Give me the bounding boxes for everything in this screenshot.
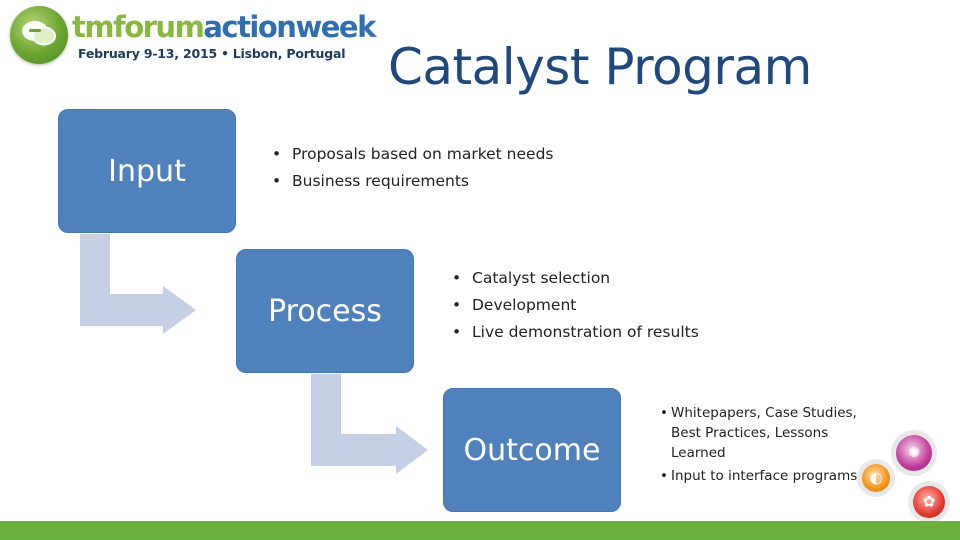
step-process-box: Process: [236, 249, 414, 373]
logo-wordmark: tmforumactionweek: [72, 10, 376, 44]
input-bullet-list: Proposals based on market needs Business…: [272, 141, 554, 195]
list-item: Development: [452, 292, 699, 319]
arrow-input-to-process: [80, 234, 196, 334]
logo-forum: forum: [113, 10, 205, 44]
logo-separator: •: [221, 46, 229, 61]
step-input-box: Input: [58, 109, 236, 233]
footer-bar: [0, 521, 960, 540]
butterfly-icon: ✿: [913, 486, 945, 518]
list-item: Whitepapers, Case Studies, Best Practice…: [660, 403, 881, 463]
sparkle-icon: ✺: [896, 435, 932, 471]
slide-title: Catalyst Program: [388, 38, 812, 96]
logo-tm: tm: [72, 10, 115, 44]
step-outcome-box: Outcome: [443, 388, 621, 512]
list-item: Proposals based on market needs: [272, 141, 554, 168]
arrow-process-to-outcome: [311, 374, 428, 474]
list-item: Live demonstration of results: [452, 319, 699, 346]
list-item: Business requirements: [272, 168, 554, 195]
event-logo: tmforumactionweek February 9-13, 2015 •Li…: [10, 6, 376, 66]
process-bullet-list: Catalyst selection Development Live demo…: [452, 265, 699, 346]
event-location: Lisbon, Portugal: [232, 46, 346, 61]
speech-bubble-icon: [10, 6, 68, 64]
event-dates: February 9-13, 2015: [78, 46, 217, 61]
list-item: Input to interface programs: [660, 466, 900, 486]
logo-subtitle: February 9-13, 2015 •Lisbon, Portugal: [78, 46, 345, 61]
list-item: Catalyst selection: [452, 265, 699, 292]
outcome-bullet-list: Whitepapers, Case Studies, Best Practice…: [660, 403, 900, 486]
logo-actionweek: actionweek: [203, 10, 376, 44]
swirl-icon: ◐: [862, 464, 890, 492]
